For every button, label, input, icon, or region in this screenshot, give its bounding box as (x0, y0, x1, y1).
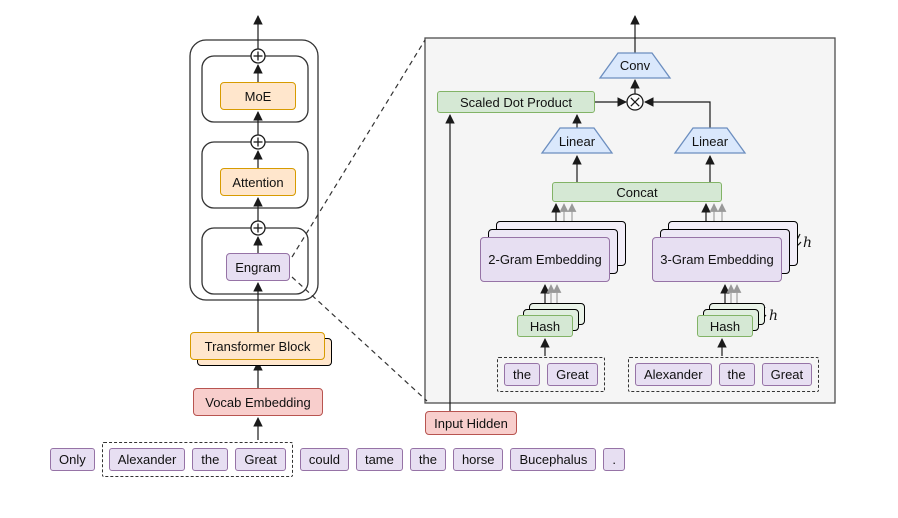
input-hidden-box: Input Hidden (425, 411, 517, 435)
concat-box: Concat (552, 182, 722, 202)
h-layers-label: h (803, 235, 813, 251)
two-gram-token-group-row: the Great (497, 357, 605, 392)
three-gram-token-group: Alexander the Great (628, 357, 820, 392)
trapezoid-shapes (540, 52, 747, 154)
add-node-icon (250, 48, 266, 64)
token: the (718, 363, 755, 386)
token: Great (235, 448, 286, 471)
token: Alexander (635, 363, 712, 386)
token: the (192, 448, 229, 471)
sentence-token-row: Only Alexander the Great could tame the … (50, 442, 626, 477)
token: horse (452, 448, 504, 471)
transformer-block-box: Transformer Block (190, 332, 325, 360)
residual-add-nodes (250, 48, 266, 236)
zoom-dashed-lines (291, 39, 428, 402)
attention-box: Attention (220, 168, 296, 196)
three-gram-token-group-row: Alexander the Great (628, 357, 820, 392)
token: could (299, 448, 349, 471)
three-gram-embedding-box: 3-Gram Embedding (652, 237, 782, 282)
add-node-icon (250, 220, 266, 236)
two-gram-token-group: the Great (497, 357, 605, 392)
linear-left-trapezoid (540, 127, 614, 154)
hash-right-box: Hash (697, 315, 753, 337)
token: the (409, 448, 446, 471)
token: Bucephalus (510, 448, 597, 471)
multiply-node-icon (626, 93, 644, 111)
vocab-embedding-box: Vocab Embedding (193, 388, 323, 416)
hash-left-box: Hash (517, 315, 573, 337)
conv-trapezoid (598, 52, 672, 79)
transformer-container (189, 39, 319, 301)
h-hashes-label: h (769, 308, 779, 324)
conv-label: Conv (619, 57, 651, 73)
scaled-dot-product-box: Scaled Dot Product (437, 91, 595, 113)
token: the (504, 363, 541, 386)
two-gram-embedding-box: 2-Gram Embedding (480, 237, 610, 282)
engram-box: Engram (226, 253, 290, 281)
linear-left-label: Linear (558, 133, 596, 149)
token: Alexander (108, 448, 186, 471)
moe-box: MoE (220, 82, 296, 110)
linear-right-trapezoid (673, 127, 747, 154)
add-node-icon (250, 134, 266, 150)
linear-right-label: Linear (691, 133, 729, 149)
token: tame (355, 448, 403, 471)
token: Great (547, 363, 598, 386)
stacked-layer-arrows (546, 203, 742, 309)
token: Only (50, 448, 95, 471)
token: Great (761, 363, 813, 386)
highlighted-ngram-group: Alexander the Great (101, 442, 293, 477)
token: . (603, 448, 626, 471)
